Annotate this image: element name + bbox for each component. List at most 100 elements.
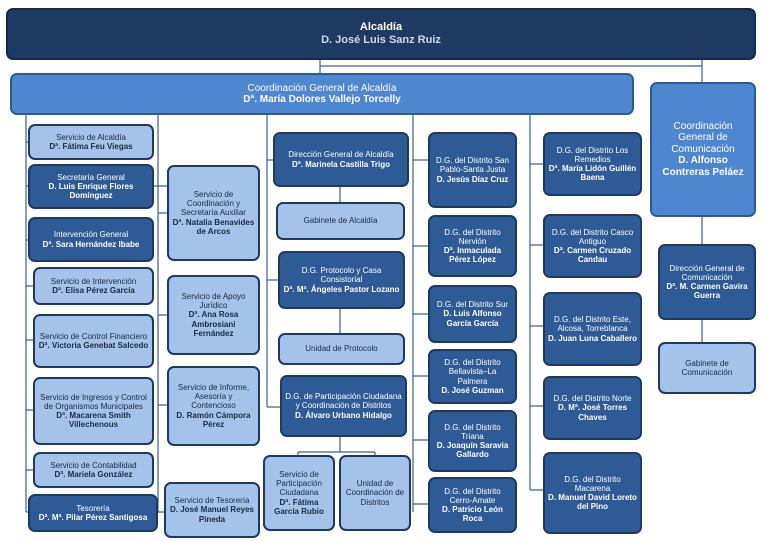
distrito-remedios-box: D.G. del Distrito Los Remedios Dª. María… <box>543 132 642 196</box>
alcaldia-title: Alcaldía <box>359 21 403 34</box>
servicio-tesoreria-person: D. José Manuel Reyes Pineda <box>169 505 255 524</box>
participacion-ciudadana-person: D. Álvaro Urbano Hidalgo <box>295 410 392 420</box>
distrito-norte-box: D.G. del Distrito Norte D. Mª. José Torr… <box>543 376 642 440</box>
tesoreria-person: Dª. Mª. Pilar Pérez Santigosa <box>38 513 148 522</box>
coordinacion-secretaria-person: Dª. Natalia Benavides de Arcos <box>172 217 255 236</box>
distrito-casco-antiguo-title: D.G. del Distrito Casco Antiguo <box>551 227 634 246</box>
distrito-macarena-title: D.G. del Distrito Macarena <box>564 474 621 493</box>
distrito-cerro-amate-box: D.G. del Distrito Cerro-Amate D. Patrici… <box>428 477 517 533</box>
intervencion-general-person: Dª. Sara Hernández Ibabe <box>42 239 140 249</box>
distrito-sur-person: D. Luis Alfonso García García <box>443 309 502 328</box>
unidad-protocolo-box: Unidad de Protocolo <box>278 333 405 365</box>
servicio-participacion-box: Servicio de Participación Ciudadana Dª. … <box>263 455 335 531</box>
gabinete-alcaldia-box: Gabinete de Alcaldía <box>276 202 405 240</box>
ingresos-person: Dª. Macarena Smith Villechenous <box>56 411 131 430</box>
distrito-macarena-person: D. Manuel David Loreto del Pino <box>548 493 637 512</box>
distrito-remedios-title: D.G. del Distrito Los Remedios <box>556 145 629 164</box>
servicio-intervencion-title: Servicio de Intervención <box>50 276 137 286</box>
protocolo-title: D.G. Protocolo y Casa Consistorial <box>301 266 382 285</box>
ingresos-box: Servicio de Ingresos y Control de Organi… <box>33 377 154 445</box>
distrito-este-person: D. Juan Luna Caballero <box>548 333 637 343</box>
coordinacion-general-box: Coordinación General de Alcaldía Dª. Mar… <box>10 73 634 115</box>
distrito-este-title: D.G. del Distrito Este, Alcosa, Torrebla… <box>554 315 631 334</box>
protocolo-person: Dª. Mª. Ángeles Pastor Lozano <box>283 284 400 294</box>
intervencion-general-box: Intervención General Dª. Sara Hernández … <box>28 217 154 262</box>
alcaldia-box: Alcaldía D. José Luis Sanz Ruiz <box>6 8 756 60</box>
distrito-nervion-box: D.G. del Distrito Nervión Dª. Inmaculada… <box>428 215 517 277</box>
unidad-distritos-title: Unidad de Coordinación de Distritos <box>345 479 405 507</box>
servicio-tesoreria-box: Servicio de Tesorería D. José Manuel Rey… <box>164 482 260 538</box>
protocolo-box: D.G. Protocolo y Casa Consistorial Dª. M… <box>278 251 405 309</box>
secretaria-general-title: Secretaría General <box>57 172 125 182</box>
direccion-alcaldia-person: Dª. Marinela Castilla Trigo <box>291 159 391 169</box>
apoyo-juridico-box: Servicio de Apoyo Jurídico Dª. Ana Rosa … <box>167 275 260 355</box>
secretaria-general-box: Secretaría General D. Luis Enrique Flore… <box>28 164 154 209</box>
participacion-ciudadana-title: D.G. de Participación Ciudadana y Coordi… <box>285 392 402 411</box>
distrito-norte-title: D.G. del Distrito Norte <box>553 394 632 404</box>
control-financiero-title: Servicio de Control Financiero <box>39 331 148 341</box>
servicio-alcaldia-box: Servicio de Alcaldía Dª. Fátima Feu Vieg… <box>28 124 154 160</box>
servicio-intervencion-box: Servicio de Intervención Dª. Elisa Pérez… <box>33 267 154 305</box>
informe-asesoria-box: Servicio de Informe, Asesoría y Contenci… <box>167 366 260 446</box>
servicio-participacion-person: Dª. Fátima García Rubio <box>274 497 324 516</box>
unidad-protocolo-title: Unidad de Protocolo <box>305 344 378 354</box>
informe-asesoria-title: Servicio de Informe, Asesoría y Contenci… <box>177 383 250 411</box>
coordinacion-comunicacion-person: D. Alfonso Contreras Peláez <box>662 155 744 178</box>
apoyo-juridico-title: Servicio de Apoyo Jurídico <box>181 292 246 311</box>
alcaldia-person: D. José Luis Sanz Ruiz <box>321 34 441 46</box>
distrito-bellavista-title: D.G. del Distrito Bellavista–La Palmera <box>444 358 501 386</box>
coordinacion-secretaria-title: Servicio de Coordinación y Secretaría Au… <box>181 190 246 218</box>
direccion-alcaldia-box: Dirección General de Alcaldía Dª. Marine… <box>273 132 409 187</box>
distrito-san-pablo-box: D.G. del Distrito San Pablo-Santa Justa … <box>428 132 517 208</box>
distrito-triana-person: D. Joaquín Saravia Gallardo <box>436 441 509 460</box>
distrito-triana-box: D.G. del Distrito Triana D. Joaquín Sara… <box>428 410 517 472</box>
distrito-cerro-amate-person: D. Patricio León Roca <box>442 505 503 524</box>
distrito-cerro-amate-title: D.G. del Distrito Cerro-Amate <box>444 486 501 505</box>
secretaria-general-person: D. Luis Enrique Flores Domínguez <box>48 181 134 201</box>
direccion-alcaldia-title: Dirección General de Alcaldía <box>288 150 394 160</box>
control-financiero-person: Dª. Victoria Genebat Salcedo <box>38 341 149 350</box>
tesoreria-box: Tesorería Dª. Mª. Pilar Pérez Santigosa <box>28 494 158 532</box>
distrito-norte-person: D. Mª. José Torres Chaves <box>557 403 628 422</box>
direccion-comunicacion-title: Dirección General de Comunicación <box>669 263 745 282</box>
intervencion-general-title: Intervención General <box>53 230 129 240</box>
distrito-bellavista-box: D.G. del Distrito Bellavista–La Palmera … <box>428 349 517 404</box>
direccion-comunicacion-person: Dª. M. Carmen Gavira Guerra <box>666 282 748 301</box>
distrito-casco-antiguo-person: Dª. Carmen Cruzado Candau <box>553 246 632 265</box>
gabinete-comunicacion-box: Gabinete de Comunicación <box>658 342 756 394</box>
contabilidad-box: Servicio de Contabilidad Dª. Mariela Gon… <box>33 452 154 488</box>
contabilidad-person: Dª. Mariela González <box>54 470 133 479</box>
distrito-bellavista-person: D. José Guzman <box>441 385 504 395</box>
distrito-macarena-box: D.G. del Distrito Macarena D. Manuel Dav… <box>543 452 642 534</box>
servicio-alcaldia-person: Dª. Fátima Feu Viegas <box>49 142 133 151</box>
distrito-nervion-title: D.G. del Distrito Nervión <box>444 227 501 246</box>
gabinete-alcaldia-title: Gabinete de Alcaldía <box>303 216 378 226</box>
distrito-este-box: D.G. del Distrito Este, Alcosa, Torrebla… <box>543 292 642 366</box>
ingresos-title: Servicio de Ingresos y Control de Organi… <box>40 392 147 411</box>
informe-asesoria-person: D. Ramón Cámpora Pérez <box>176 410 251 429</box>
distrito-sur-title: D.G. del Distrito Sur <box>436 300 509 310</box>
coordinacion-general-title: Coordinación General de Alcaldía <box>247 82 397 94</box>
distrito-sur-box: D.G. del Distrito Sur D. Luis Alfonso Ga… <box>428 285 517 343</box>
distrito-nervion-person: Dª. Inmaculada Pérez López <box>443 246 502 265</box>
tesoreria-title: Tesorería <box>76 503 110 513</box>
servicio-tesoreria-title: Servicio de Tesorería <box>174 496 250 506</box>
contabilidad-title: Servicio de Contabilidad <box>50 460 137 470</box>
distrito-san-pablo-title: D.G. del Distrito San Pablo-Santa Justa <box>436 156 509 175</box>
direccion-comunicacion-box: Dirección General de Comunicación Dª. M.… <box>658 244 756 320</box>
participacion-ciudadana-box: D.G. de Participación Ciudadana y Coordi… <box>280 375 407 437</box>
apoyo-juridico-person: Dª. Ana Rosa Ambrosiani Fernández <box>188 310 239 338</box>
distrito-triana-title: D.G. del Distrito Triana <box>444 422 501 441</box>
coordinacion-comunicacion-box: Coordinación General de Comunicación D. … <box>650 82 756 217</box>
gabinete-comunicacion-title: Gabinete de Comunicación <box>681 358 733 377</box>
servicio-alcaldia-title: Servicio de Alcaldía <box>56 132 126 142</box>
control-financiero-box: Servicio de Control Financiero Dª. Victo… <box>33 314 154 368</box>
distrito-remedios-person: Dª. María Lidón Guillén Baena <box>548 164 637 183</box>
coordinacion-secretaria-box: Servicio de Coordinación y Secretaría Au… <box>167 165 260 261</box>
servicio-intervencion-person: Dª. Elisa Pérez García <box>52 286 135 295</box>
distrito-casco-antiguo-box: D.G. del Distrito Casco Antiguo Dª. Carm… <box>543 214 642 278</box>
distrito-san-pablo-person: D. Jesús Díaz Cruz <box>436 174 509 184</box>
coordinacion-comunicacion-title: Coordinación General de Comunicación <box>671 120 735 155</box>
coordinacion-general-person: Dª. María Dolores Vallejo Torcelly <box>243 94 401 105</box>
